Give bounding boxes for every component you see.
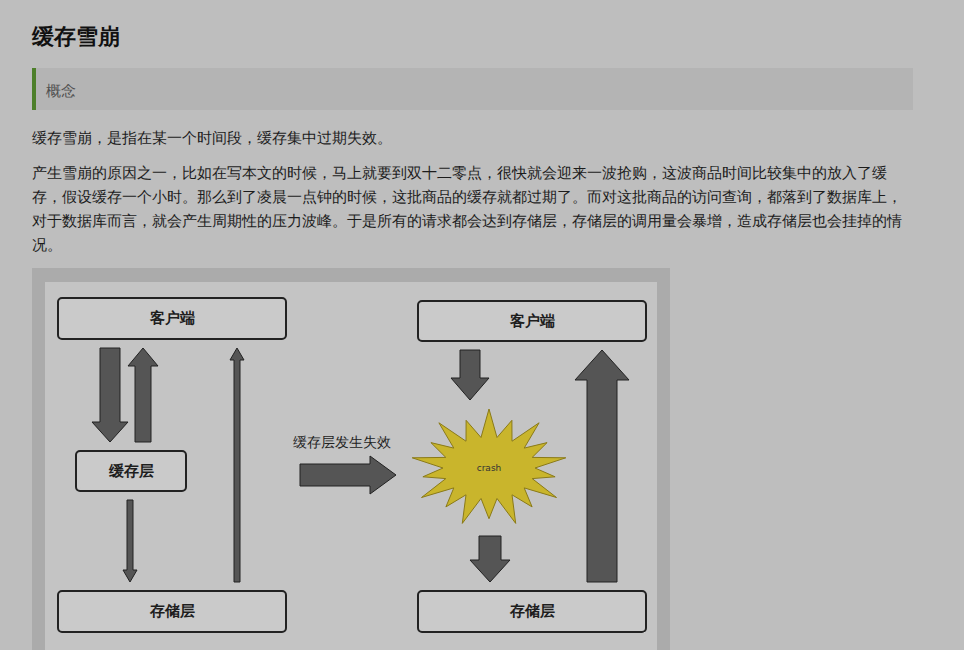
figure-frame <box>32 268 670 650</box>
flow-arrow <box>451 350 489 400</box>
node-label: 存储层 <box>510 602 555 621</box>
node-label: crash <box>477 463 502 473</box>
flow-arrow <box>470 536 510 582</box>
node-label: 客户端 <box>150 309 195 328</box>
paragraph: 缓存雪崩，是指在某一个时间段，缓存集中过期失效。 <box>32 126 912 150</box>
flow-arrow <box>575 350 629 582</box>
crash-burst: crash <box>410 408 568 528</box>
flow-arrow <box>123 500 137 582</box>
node-label: 存储层 <box>150 602 195 621</box>
node-label: 缓存层 <box>109 462 154 481</box>
flow-arrow <box>92 348 128 442</box>
layer-box: 存储层 <box>57 590 287 633</box>
quote-text: 概念 <box>46 81 246 101</box>
quote-bar <box>32 68 36 110</box>
arrow-label: 缓存层发生失效 <box>293 433 413 451</box>
layer-box: 存储层 <box>417 590 647 633</box>
paragraph: 产生雪崩的原因之一，比如在写本文的时候，马上就要到双十二零点，很快就会迎来一波抢… <box>32 161 914 257</box>
flow-arrow <box>128 348 158 442</box>
node-label: 客户端 <box>510 312 555 331</box>
transition-arrow <box>300 456 396 494</box>
flow-arrow <box>230 348 244 582</box>
burst-shape <box>412 409 566 523</box>
layer-box: 客户端 <box>417 300 647 342</box>
layer-box: 客户端 <box>57 297 287 340</box>
quote-band <box>32 68 913 110</box>
layer-box: 缓存层 <box>75 450 187 492</box>
figure-ground <box>45 282 657 650</box>
page-title: 缓存雪崩 <box>32 22 120 52</box>
